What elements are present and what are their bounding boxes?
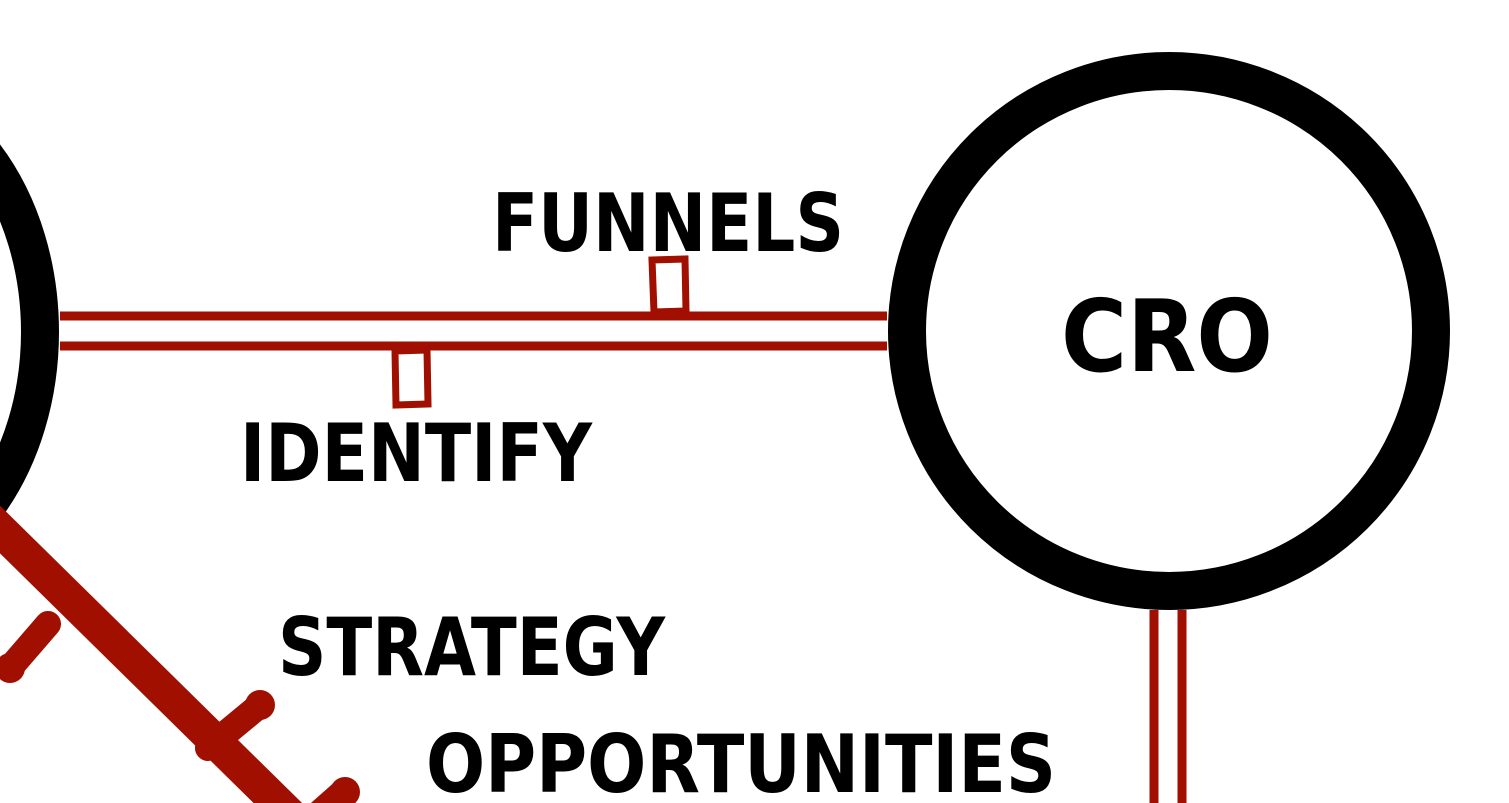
strategy-label: STRATEGY [278, 601, 666, 694]
vertical-route [1149, 610, 1187, 803]
horizontal-route [60, 311, 887, 351]
left-node-ring [0, 144, 59, 520]
diagonal-route [0, 505, 360, 803]
branch-end-dot-2 [245, 690, 275, 720]
cro-hub: CRO [888, 52, 1450, 610]
diagonal-route-line [0, 505, 302, 803]
funnels-label: FUNNELS [492, 177, 844, 270]
cro-hub-label: CRO [1061, 278, 1273, 395]
identify-station-marker [391, 346, 432, 409]
opportunities-label: OPPORTUNITIES [426, 718, 1056, 803]
branch-end-dot-3 [330, 777, 360, 803]
cro-hub-ring [888, 52, 1450, 610]
branch-end-dot-1 [0, 653, 25, 683]
funnels-station-marker [648, 255, 690, 316]
identify-label: IDENTIFY [240, 407, 593, 500]
